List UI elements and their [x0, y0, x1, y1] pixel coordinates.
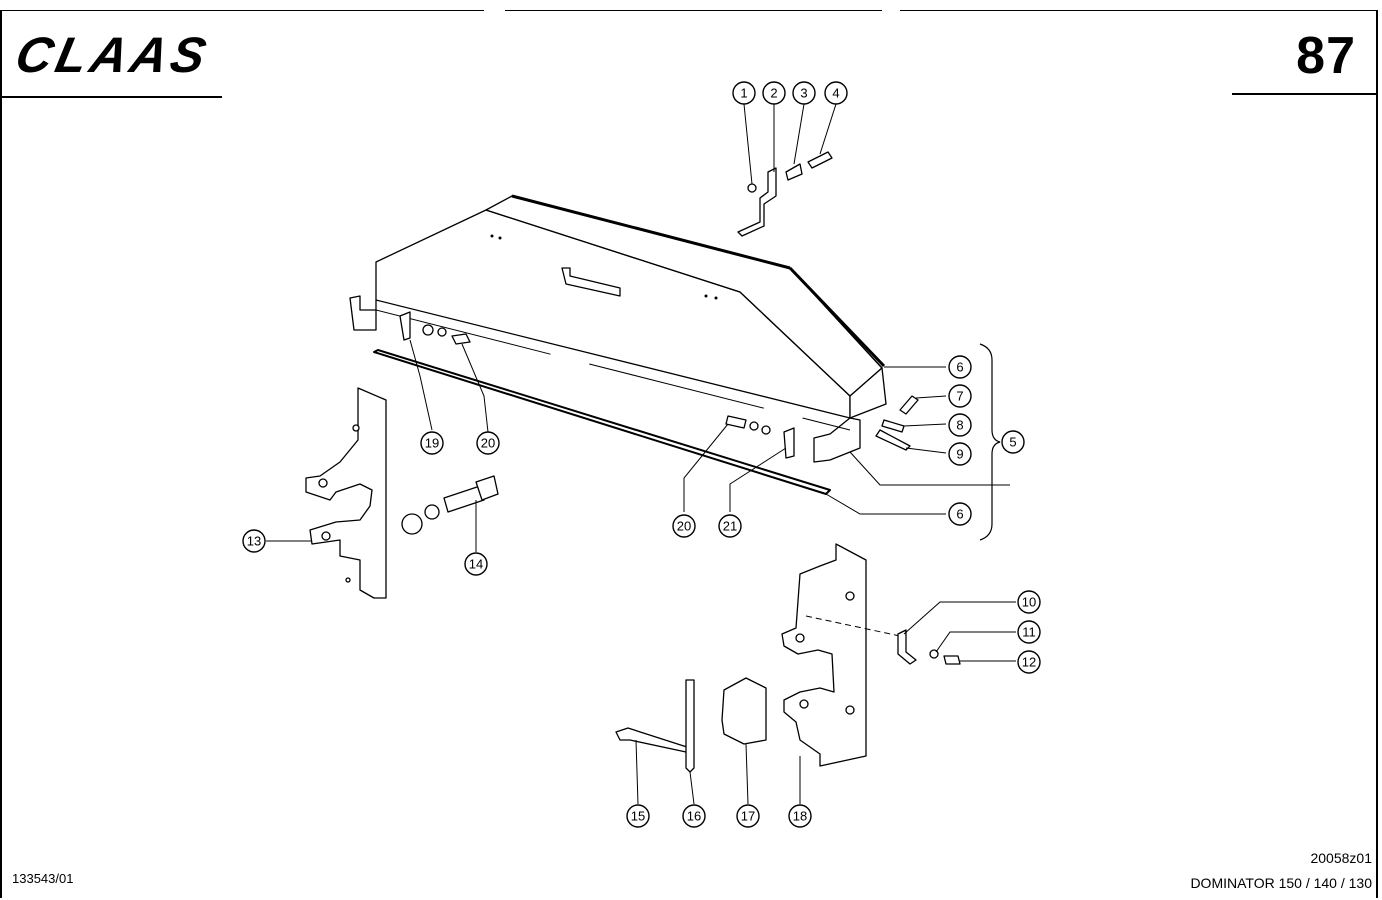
- logo-rule: [2, 96, 222, 98]
- front-hardware: [399, 311, 919, 459]
- svg-text:12: 12: [1022, 655, 1036, 670]
- callout-13: 13: [242, 529, 266, 553]
- svg-text:16: 16: [687, 809, 701, 824]
- svg-text:20: 20: [677, 519, 691, 534]
- callout-8: 8: [948, 413, 972, 437]
- svg-text:10: 10: [1022, 595, 1036, 610]
- drawing-id: 20058z01: [1310, 850, 1372, 866]
- callout-5: 5: [1001, 430, 1025, 454]
- svg-text:11: 11: [1022, 625, 1036, 640]
- callout-15: 15: [626, 804, 650, 828]
- svg-text:3: 3: [800, 86, 807, 101]
- callout-11: 11: [1017, 620, 1041, 644]
- document-number: 133543/01: [12, 871, 74, 886]
- callout-18: 18: [788, 804, 812, 828]
- right-bracket: [781, 543, 901, 767]
- callout-16: 16: [682, 804, 706, 828]
- callout-19: 19: [420, 431, 444, 455]
- model-designation: DOMINATOR 150 / 140 / 130: [1190, 875, 1372, 891]
- svg-text:6: 6: [956, 507, 963, 522]
- svg-text:18: 18: [793, 809, 807, 824]
- callout-9: 9: [948, 442, 972, 466]
- callout-12: 12: [1017, 650, 1041, 674]
- callout-20-bottom: 20: [672, 514, 696, 538]
- clip-parts: [897, 629, 961, 665]
- svg-text:19: 19: [425, 436, 439, 451]
- svg-text:20: 20: [481, 436, 495, 451]
- svg-text:1: 1: [740, 86, 747, 101]
- pin-parts: [615, 677, 767, 773]
- svg-text:CLAAS: CLAAS: [14, 30, 215, 80]
- callout-4: 4: [824, 81, 848, 105]
- top-bracket-parts: [737, 151, 833, 237]
- svg-text:6: 6: [956, 360, 963, 375]
- callout-1: 1: [732, 81, 756, 105]
- callout-17: 17: [736, 804, 760, 828]
- svg-text:14: 14: [469, 557, 483, 572]
- rubber-strip: [373, 349, 831, 495]
- callout-7: 7: [948, 384, 972, 408]
- svg-text:2: 2: [770, 86, 777, 101]
- svg-text:15: 15: [631, 809, 645, 824]
- callout-2: 2: [762, 81, 786, 105]
- callout-14: 14: [464, 552, 488, 576]
- svg-text:8: 8: [956, 418, 963, 433]
- left-bracket: [305, 387, 387, 599]
- bolt-assembly: [401, 475, 499, 535]
- svg-text:7: 7: [956, 389, 963, 404]
- leader-lines: [266, 103, 1016, 805]
- frame-right: [1376, 10, 1378, 898]
- callout-20-top: 20: [476, 431, 500, 455]
- svg-text:17: 17: [741, 809, 755, 824]
- callout-10: 10: [1017, 590, 1041, 614]
- frame-left: [0, 10, 2, 898]
- guard-housing: [349, 194, 887, 463]
- callout-3: 3: [792, 81, 816, 105]
- svg-text:13: 13: [247, 534, 261, 549]
- svg-text:4: 4: [832, 86, 839, 101]
- frame-top-left: [2, 10, 484, 11]
- callout-6-top: 6: [948, 355, 972, 379]
- page-number-rule: [1232, 93, 1378, 95]
- callout-6-bottom: 6: [948, 502, 972, 526]
- claas-logo: CLAAS: [14, 30, 215, 80]
- svg-text:5: 5: [1009, 435, 1016, 450]
- svg-text:9: 9: [956, 447, 963, 462]
- callout-21: 21: [718, 514, 742, 538]
- frame-top-middle: [505, 10, 882, 11]
- svg-text:21: 21: [723, 519, 737, 534]
- page-number: 87: [1296, 27, 1356, 85]
- frame-top-right: [900, 10, 1378, 11]
